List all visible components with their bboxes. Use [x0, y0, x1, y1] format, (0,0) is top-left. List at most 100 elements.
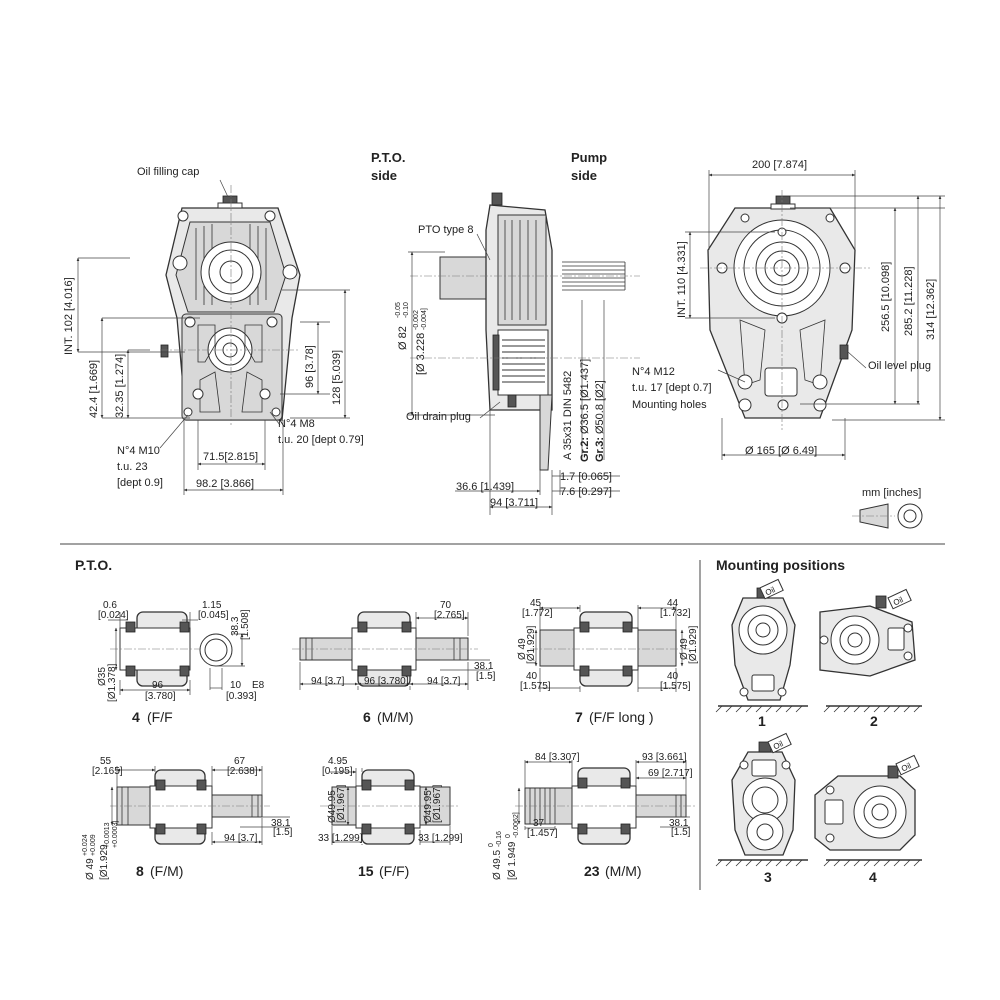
svg-text:0: 0	[505, 834, 512, 838]
svg-text:128 [5.039]: 128 [5.039]	[331, 350, 343, 405]
svg-text:[1.457]: [1.457]	[527, 828, 558, 839]
svg-text:-0.16: -0.16	[496, 831, 503, 847]
svg-text:256.5 [10.098]: 256.5 [10.098]	[880, 262, 892, 332]
svg-text:Oil: Oil	[892, 595, 905, 607]
pto-6-drawing	[292, 611, 478, 687]
svg-text:[Ø1.967]: [Ø1.967]	[336, 784, 347, 823]
svg-text:[0.045]: [0.045]	[198, 610, 229, 621]
svg-text:1.7 [0.065]: 1.7 [0.065]	[560, 471, 612, 483]
front-view	[160, 185, 301, 425]
svg-text:t.u. 17 [dept 0.7]: t.u. 17 [dept 0.7]	[632, 382, 712, 394]
svg-text:38.3: 38.3	[230, 616, 241, 636]
mounting-position-1: Oil 1	[715, 578, 808, 729]
pto-8-dimensions	[110, 766, 290, 845]
svg-text:[Ø1.378]: [Ø1.378]	[107, 663, 118, 702]
svg-text:Mounting holes: Mounting holes	[632, 399, 707, 411]
svg-text:INT. 102 [4.016]: INT. 102 [4.016]	[63, 277, 75, 355]
svg-text:96: 96	[152, 680, 164, 691]
svg-text:N°4 M12: N°4 M12	[632, 366, 675, 378]
svg-text:-0.05: -0.05	[395, 302, 402, 318]
svg-text:[1.508]: [1.508]	[240, 609, 251, 640]
svg-text:Oil: Oil	[900, 761, 913, 773]
svg-text:6: 6	[363, 709, 371, 725]
pto-7-labels: 45 [1.772] 44 [1.732] Ø 49 [Ø1.929] Ø 49…	[517, 598, 699, 725]
svg-text:314 [12.362]: 314 [12.362]	[925, 279, 937, 340]
svg-text:P.T.O.: P.T.O.	[371, 150, 405, 165]
svg-text:200 [7.874]: 200 [7.874]	[752, 159, 807, 171]
pto-23-labels: 84 [3.307] 93 [3.661] 69 [2.717] 37 [1.4…	[488, 752, 693, 880]
svg-text:[2.638]: [2.638]	[227, 766, 258, 777]
mounting-position-2: Oil 2	[819, 588, 922, 729]
pto-8-drawing	[110, 769, 270, 845]
svg-text:(F/F: (F/F	[147, 709, 173, 725]
svg-text:84 [3.307]: 84 [3.307]	[535, 752, 580, 763]
svg-text:Ø49.95: Ø49.95	[423, 790, 434, 823]
pto-15-labels: 4.95 [0.195] Ø49.95 [Ø1.967] Ø49.95 [Ø1.…	[318, 756, 463, 879]
svg-text:[Ø1.929]: [Ø1.929]	[526, 625, 537, 664]
rear-view	[700, 190, 870, 430]
svg-text:E8: E8	[252, 680, 265, 691]
svg-text:40: 40	[667, 671, 679, 682]
svg-text:38.1: 38.1	[669, 818, 689, 829]
svg-text:Oil: Oil	[772, 739, 785, 751]
svg-text:33 [1.299]: 33 [1.299]	[418, 833, 463, 844]
svg-text:94 [3.7]: 94 [3.7]	[224, 833, 258, 844]
rear-labels: 200 [7.874] INT. 110 [4.331] 256.5 [10.0…	[632, 159, 937, 457]
svg-text:[Ø1.929]: [Ø1.929]	[688, 625, 699, 664]
svg-text:+0.024: +0.024	[82, 834, 89, 856]
front-labels: Oil filling cap INT. 102 [4.016] 42.4 [1…	[63, 166, 364, 490]
svg-text:(F/F long ): (F/F long )	[589, 709, 654, 725]
svg-text:mm [inches]: mm [inches]	[862, 487, 921, 499]
svg-text:[3.780]: [3.780]	[145, 691, 176, 702]
svg-text:4: 4	[132, 709, 140, 725]
svg-text:Pump: Pump	[571, 150, 607, 165]
svg-text:45: 45	[530, 598, 542, 609]
svg-text:4.95: 4.95	[328, 756, 348, 767]
svg-text:40: 40	[526, 671, 538, 682]
svg-text:2: 2	[870, 713, 878, 729]
side-view	[410, 192, 640, 471]
svg-text:N°4 M10: N°4 M10	[117, 445, 160, 457]
svg-text:INT. 110 [4.331]: INT. 110 [4.331]	[676, 241, 688, 318]
pto-4-drawing	[110, 611, 233, 687]
front-dimensions	[76, 179, 350, 495]
svg-text:37: 37	[533, 818, 545, 829]
svg-text:Ø50.8 [Ø2]: Ø50.8 [Ø2]	[594, 380, 606, 434]
svg-text:71.5[2.815]: 71.5[2.815]	[203, 451, 258, 463]
svg-text:-0.002: -0.002	[413, 310, 420, 330]
mounting-position-4: Oil 4	[814, 754, 922, 885]
svg-text:(M/M): (M/M)	[377, 709, 414, 725]
pto-4-dimensions	[108, 612, 245, 695]
svg-text:0.6: 0.6	[103, 600, 117, 611]
svg-text:23: 23	[584, 863, 600, 879]
side-dimensions	[408, 233, 620, 515]
svg-text:[0.393]: [0.393]	[226, 691, 257, 702]
svg-text:[Ø1.967]: [Ø1.967]	[432, 784, 443, 823]
svg-text:94 [3.711]: 94 [3.711]	[490, 497, 538, 509]
svg-text:94 [3.7]: 94 [3.7]	[427, 676, 461, 687]
svg-text:7: 7	[575, 709, 583, 725]
side-labels: P.T.O. side Pump side PTO type 8 Ø 82 -0…	[371, 150, 612, 509]
svg-text:Ø36.5 [Ø1.437]: Ø36.5 [Ø1.437]	[579, 359, 591, 434]
svg-text:[dept 0.9]: [dept 0.9]	[117, 477, 163, 489]
svg-text:3: 3	[764, 869, 772, 885]
svg-text:[0.195]: [0.195]	[322, 766, 353, 777]
svg-text:t.u. 23: t.u. 23	[117, 461, 148, 473]
svg-text:0: 0	[488, 843, 495, 847]
pto-7-dimensions	[534, 605, 684, 692]
svg-text:Oil: Oil	[764, 585, 777, 597]
svg-text:Ø 49: Ø 49	[85, 858, 96, 880]
svg-text:94 [3.7]: 94 [3.7]	[311, 676, 345, 687]
svg-text:Ø 49.5: Ø 49.5	[492, 850, 503, 880]
pto-23-dimensions	[517, 760, 690, 830]
svg-text:[2.165]: [2.165]	[92, 766, 123, 777]
rear-dimensions	[685, 170, 945, 460]
svg-text:1.15: 1.15	[202, 600, 222, 611]
svg-text:33 [1.299]: 33 [1.299]	[318, 833, 363, 844]
svg-text:4: 4	[869, 869, 877, 885]
pto-4-labels: 0.6 [0.024] 1.15 [0.045] 38.3 [1.508] Ø3…	[97, 600, 265, 725]
svg-text:32.35 [1.274]: 32.35 [1.274]	[114, 354, 126, 418]
svg-text:Gr.2:: Gr.2:	[579, 437, 591, 462]
svg-text:Oil filling cap: Oil filling cap	[137, 166, 199, 178]
pto-6-labels: 70 [2.765] 38.1 [1.5] 94 [3.7] 96 [3.780…	[311, 600, 496, 725]
